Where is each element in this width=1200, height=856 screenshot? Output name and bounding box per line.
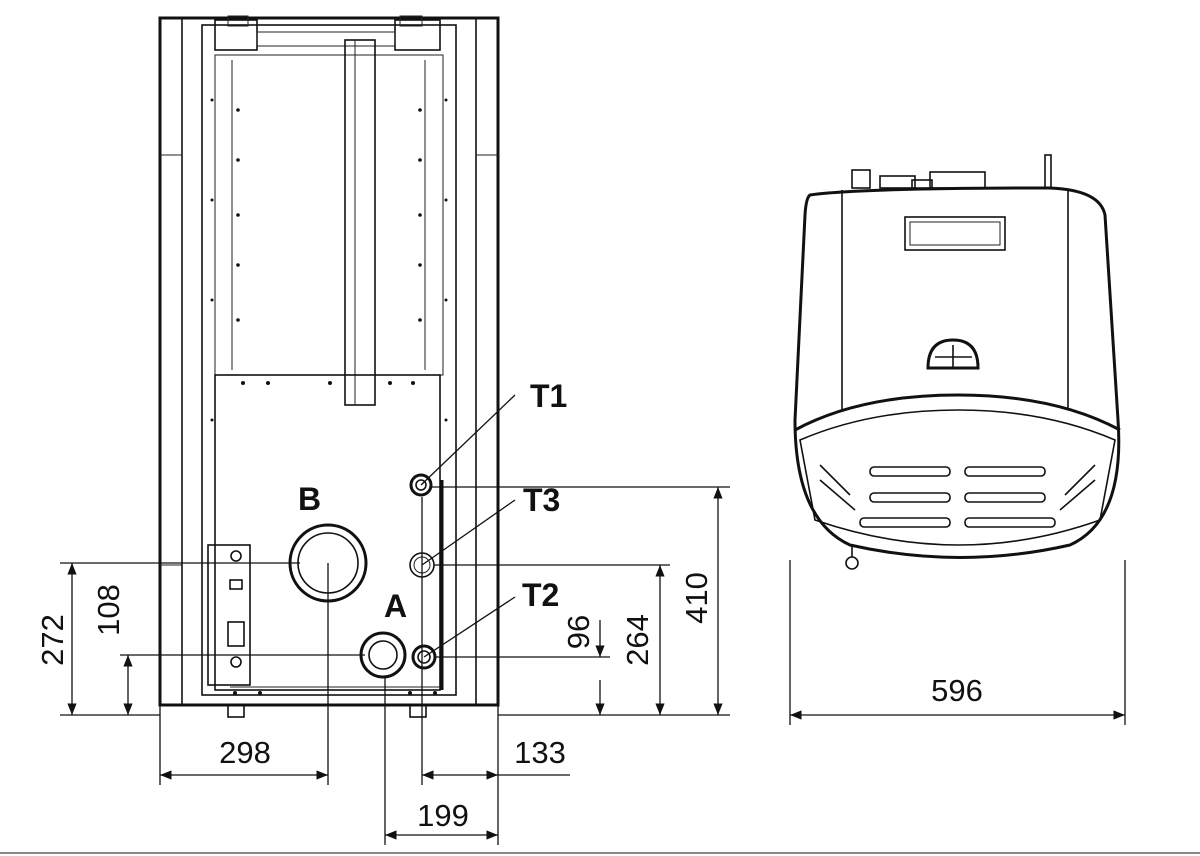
hinge-left — [214, 15, 258, 51]
outer-casing — [158, 16, 500, 707]
top-view — [793, 154, 1121, 570]
dim-596: 596 — [931, 673, 983, 708]
label-t1: T1 — [530, 378, 567, 414]
hinge-right — [394, 15, 441, 51]
dim-108: 108 — [91, 584, 126, 636]
extension-lines — [60, 486, 1126, 845]
drain-cap — [845, 556, 859, 570]
control-knob — [926, 338, 980, 370]
dimension-lines — [67, 487, 1125, 840]
dim-264: 264 — [620, 614, 655, 666]
rear-view — [158, 15, 500, 718]
dim-199: 199 — [417, 798, 469, 833]
connection-a — [359, 631, 407, 679]
foot-right — [409, 704, 427, 718]
label-t3: T3 — [523, 482, 560, 518]
label-t2: T2 — [522, 577, 559, 613]
connection-t1 — [409, 473, 433, 497]
housing-outline — [793, 186, 1121, 559]
dim-133: 133 — [514, 735, 566, 770]
front-grille — [799, 409, 1116, 546]
display — [904, 216, 1006, 251]
dim-272: 272 — [35, 614, 70, 666]
dim-298: 298 — [219, 735, 271, 770]
label-a: A — [384, 588, 407, 624]
dim-96: 96 — [561, 615, 596, 649]
foot-left — [227, 704, 245, 718]
grille-slots — [819, 464, 1096, 528]
label-b: B — [298, 481, 321, 517]
flue-pipe — [344, 39, 376, 406]
connection-panel — [207, 544, 251, 686]
dim-410: 410 — [679, 572, 714, 624]
